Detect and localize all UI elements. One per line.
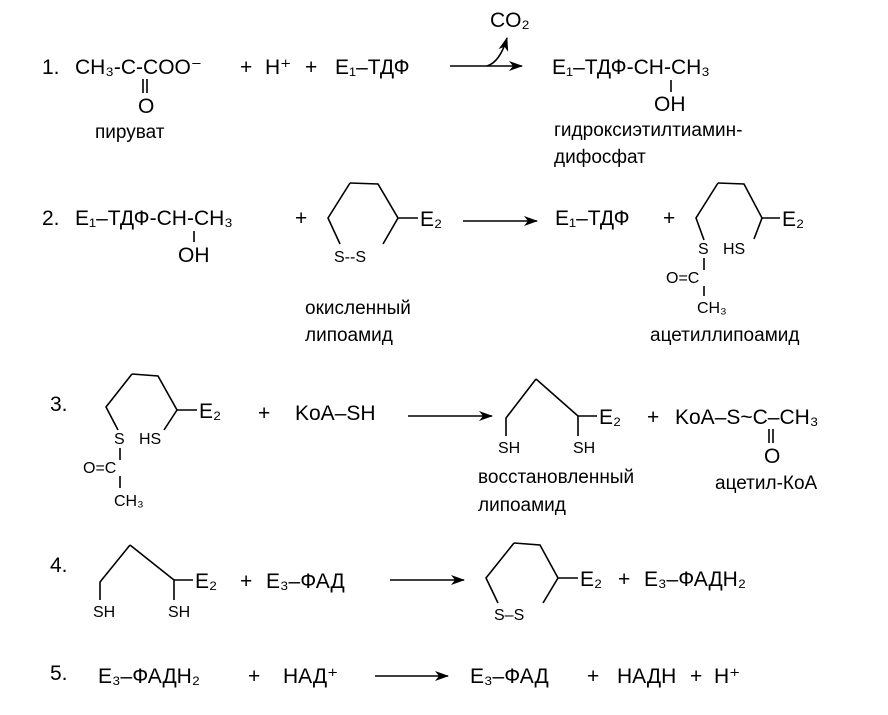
step-4: 4. E₂ SH SH + E₃–ФАД E₂ S–S + E₃–ФАДН₂ — [50, 542, 746, 624]
proton: H⁺ — [714, 665, 740, 688]
acetyl-methyl: CH₃ — [697, 300, 727, 317]
step-3-number: 3. — [50, 393, 68, 416]
dihydrolipoamide-chain — [505, 378, 537, 436]
thiol-right: SH — [168, 604, 190, 621]
plus-sign: + — [690, 665, 702, 688]
e2-substituent: E₂ — [195, 570, 217, 593]
hydroxyethyl-tdp-formula: E₁–ТДФ-CH-CH₃ — [75, 207, 233, 230]
plus-sign: + — [258, 402, 270, 425]
oxidized-lipoamide-label-2: липоамид — [305, 325, 393, 346]
plus-sign: + — [647, 406, 659, 429]
thiol-left: SH — [498, 440, 520, 457]
reduced-lipoamide-label-2: липоамид — [478, 495, 566, 516]
dihydrolipoamide-chain — [129, 544, 175, 600]
e2-substituent: E₂ — [782, 208, 804, 231]
acetyllipoamide-chain — [717, 182, 763, 240]
lipoamide-ring — [327, 182, 351, 245]
lipoamide-ring — [485, 542, 515, 604]
e1-tdp-product: E₁–ТДФ — [555, 207, 630, 230]
plus-sign: + — [295, 207, 307, 230]
acetyl-coa-oxygen: O — [764, 445, 780, 468]
e2-substituent: E₂ — [199, 400, 221, 423]
pyruvate-oxygen: O — [138, 95, 154, 118]
reduced-lipoamide-label-1: восстановленный — [478, 467, 634, 488]
coa-sh: KoA–SH — [295, 402, 376, 425]
acetyllipoamide-chain — [131, 373, 178, 431]
pyruvate-label: пируват — [95, 122, 165, 143]
hydroxyethyl-tdp-formula: E₁–ТДФ-CH-CH₃ — [552, 56, 710, 79]
acetyl-carbonyl: O=C — [83, 460, 116, 477]
e2-substituent: E₂ — [580, 568, 602, 591]
acetyl-methyl: CH₃ — [114, 493, 144, 510]
hydroxyl-group: OH — [178, 244, 210, 267]
e3-fad: E₃–ФАД — [470, 665, 549, 688]
thiol-right: SH — [573, 440, 595, 457]
e2-substituent: E₂ — [420, 208, 442, 231]
e2-substituent: E₂ — [599, 406, 621, 429]
plus-sign: + — [240, 56, 252, 79]
plus-sign: + — [305, 56, 317, 79]
nadh: НАДН — [617, 665, 676, 688]
acetyllipoamide-label: ацетиллипоамид — [650, 325, 799, 346]
thiol-group: HS — [139, 431, 161, 448]
thiol-group: HS — [723, 241, 745, 258]
acetyllipoamide-chain — [695, 182, 719, 241]
co2-release-arrow — [486, 37, 509, 67]
pyruvate-formula: CH₃-C-COO⁻ — [75, 56, 202, 79]
step-2: 2. E₁–ТДФ-CH-CH₃ OH + E₂ S--S окисленный… — [42, 182, 804, 346]
plus-sign: + — [587, 665, 599, 688]
lipoamide-ring — [513, 542, 559, 604]
disulfide-atoms: S–S — [494, 607, 524, 624]
step-1: 1. CH₃-C-COO⁻ O пируват + H⁺ + E₁–ТДФ CO… — [42, 9, 742, 168]
co2-byproduct: CO₂ — [490, 9, 530, 32]
acetyl-carbonyl: O=C — [666, 270, 699, 287]
step-5: 5. E₃–ФАДН₂ + НАД⁺ E₃–ФАД + НАДН + H⁺ — [50, 662, 740, 688]
product-label-line2: дифосфат — [554, 147, 646, 168]
oxidized-lipoamide-label-1: окисленный — [305, 298, 411, 319]
acetyllipoamide-chain — [105, 373, 133, 431]
dihydrolipoamide-chain — [535, 378, 579, 436]
dihydrolipoamide-chain — [99, 544, 131, 600]
hydroxyl-group: OH — [654, 93, 686, 116]
plus-sign: + — [618, 568, 630, 591]
step-1-number: 1. — [42, 56, 60, 79]
acetyl-coa-label: ацетил-КоА — [715, 473, 818, 494]
product-label-line1: гидроксиэтилтиамин- — [554, 120, 742, 141]
e3-fad: E₃–ФАД — [266, 570, 345, 593]
plus-sign: + — [240, 570, 252, 593]
nad-plus: НАД⁺ — [283, 665, 338, 688]
e1-tdp-reactant: E₁–ТДФ — [335, 56, 410, 79]
e3-fadh2: E₃–ФАДН₂ — [644, 568, 746, 591]
step-3: 3. E₂ S HS O=C CH₃ + KoA–SH E₂ SH SH вос… — [50, 373, 818, 516]
proton: H⁺ — [265, 56, 291, 79]
thioester-sulfur: S — [114, 431, 125, 448]
plus-sign: + — [663, 207, 675, 230]
thioester-sulfur: S — [698, 241, 709, 258]
thiol-left: SH — [93, 604, 115, 621]
plus-sign: + — [248, 665, 260, 688]
e3-fadh2: E₃–ФАДН₂ — [98, 665, 200, 688]
disulfide-atoms: S--S — [334, 249, 366, 266]
step-2-number: 2. — [42, 207, 60, 230]
step-4-number: 4. — [50, 554, 68, 577]
step-5-number: 5. — [50, 662, 68, 685]
acetyl-coa-formula: KoA–S~C–CH₃ — [675, 406, 818, 429]
lipoamide-ring — [349, 182, 399, 245]
